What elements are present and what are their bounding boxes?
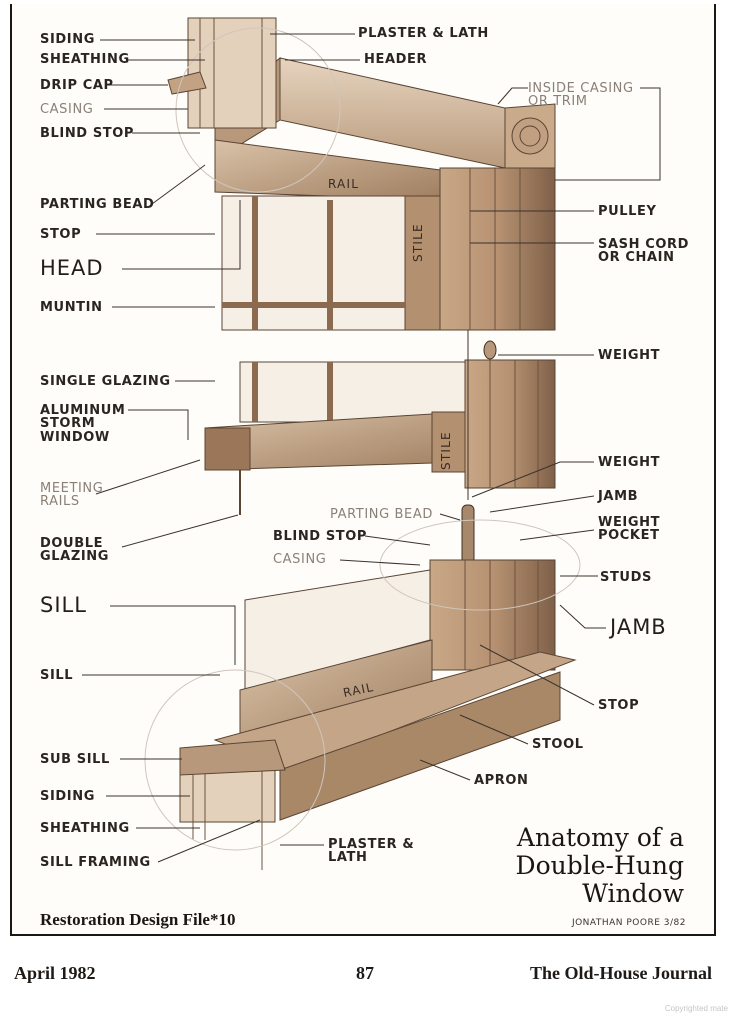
label-plaster-lath-top: PLASTER & LATH [358, 26, 489, 41]
detail-circle-bottom [144, 669, 326, 851]
label-header: HEADER [364, 52, 428, 67]
lower-glass [244, 569, 431, 691]
publication-name: The Old-House Journal [529, 963, 712, 983]
label-double-glazing: DOUBLE GLAZING [40, 536, 110, 565]
label-sash-cord: SASH CORD OR CHAIN [598, 237, 689, 266]
label-single-glazing: SINGLE GLAZING [40, 374, 171, 389]
title-line-2: Double-Hung [515, 851, 684, 880]
watermark: Copyrighted mate [664, 1004, 728, 1013]
label-siding-top: SIDING [40, 32, 95, 47]
upper-sash-stile [404, 195, 441, 331]
label-drip-cap: DRIP CAP [40, 78, 114, 93]
label-plaster-lath-bottom: PLASTER & LATH [328, 837, 415, 866]
header-moulding [279, 57, 506, 169]
head-assembly [167, 17, 556, 331]
label-jamb-small: JAMB [598, 489, 639, 504]
side-casing-mid [464, 359, 556, 489]
label-casing-mid: CASING [273, 552, 327, 567]
label-sill-heading: SILL [40, 593, 87, 617]
meeting-rail-assembly [204, 330, 556, 515]
label-aluminum-storm-window: ALUMINUM STORM WINDOW [40, 403, 126, 445]
label-stile-mid: STILE [439, 431, 453, 470]
footer-date: April 1982 [14, 963, 96, 983]
upper-glass [221, 195, 406, 331]
label-sheathing-bottom: SHEATHING [40, 821, 130, 836]
diagram-title: Anatomy of a Double-Hung Window [516, 824, 684, 908]
label-parting-bead-mid: PARTING BEAD [330, 507, 433, 522]
drip-cap-shape [167, 71, 207, 95]
label-muntin: MUNTIN [40, 300, 103, 315]
label-weight-1: WEIGHT [598, 348, 661, 363]
leader-lines [82, 33, 661, 863]
lower-sash-glass [239, 361, 466, 423]
sub-sill [179, 739, 286, 776]
label-parting-bead-top: PARTING BEAD [40, 197, 155, 212]
label-studs: STUDS [600, 570, 652, 585]
label-jamb-big: JAMB [610, 615, 667, 639]
label-apron: APRON [474, 773, 529, 788]
label-rail-top: RAIL [328, 177, 360, 191]
label-weight-2: WEIGHT [598, 455, 661, 470]
meeting-rail-end [204, 427, 251, 471]
label-blind-stop-mid: BLIND STOP [273, 529, 368, 544]
rosette [511, 117, 549, 155]
lower-sash-stile [431, 411, 466, 473]
label-blind-stop-top: BLIND STOP [40, 126, 135, 141]
side-casing-upper [439, 167, 556, 331]
label-head: HEAD [40, 256, 104, 280]
label-weight-pocket: WEIGHT POCKET [598, 515, 661, 544]
apron [279, 671, 561, 821]
label-sill: SILL [40, 668, 74, 683]
detail-circle-mid [379, 519, 581, 611]
label-sheathing-top: SHEATHING [40, 52, 130, 67]
label-stool: STOOL [532, 737, 584, 752]
wall-section-top [187, 17, 277, 129]
title-line-1: Anatomy of a [516, 823, 684, 852]
label-pulley: PULLEY [598, 204, 657, 219]
page-number: 87 [356, 963, 374, 983]
title-line-3: Window [582, 879, 684, 908]
label-stop-top: STOP [40, 227, 82, 242]
label-siding-bottom: SIDING [40, 789, 95, 804]
artist-signature: JONATHAN POORE 3/82 [571, 918, 686, 928]
detail-circle-top [175, 27, 341, 193]
label-casing-left: CASING [40, 102, 94, 117]
label-inside-casing: INSIDE CASING OR TRIM [528, 81, 634, 110]
label-sill-framing: SILL FRAMING [40, 855, 151, 870]
sill-assembly [144, 504, 581, 870]
label-stile-top: STILE [411, 223, 425, 262]
label-sub-sill: SUB SILL [40, 752, 110, 767]
series-title: Restoration Design File*10 [40, 910, 236, 929]
weight-ring [483, 340, 497, 360]
label-stop-bottom: STOP [598, 698, 640, 713]
label-meeting-rails: MEETING RAILS [40, 481, 104, 510]
